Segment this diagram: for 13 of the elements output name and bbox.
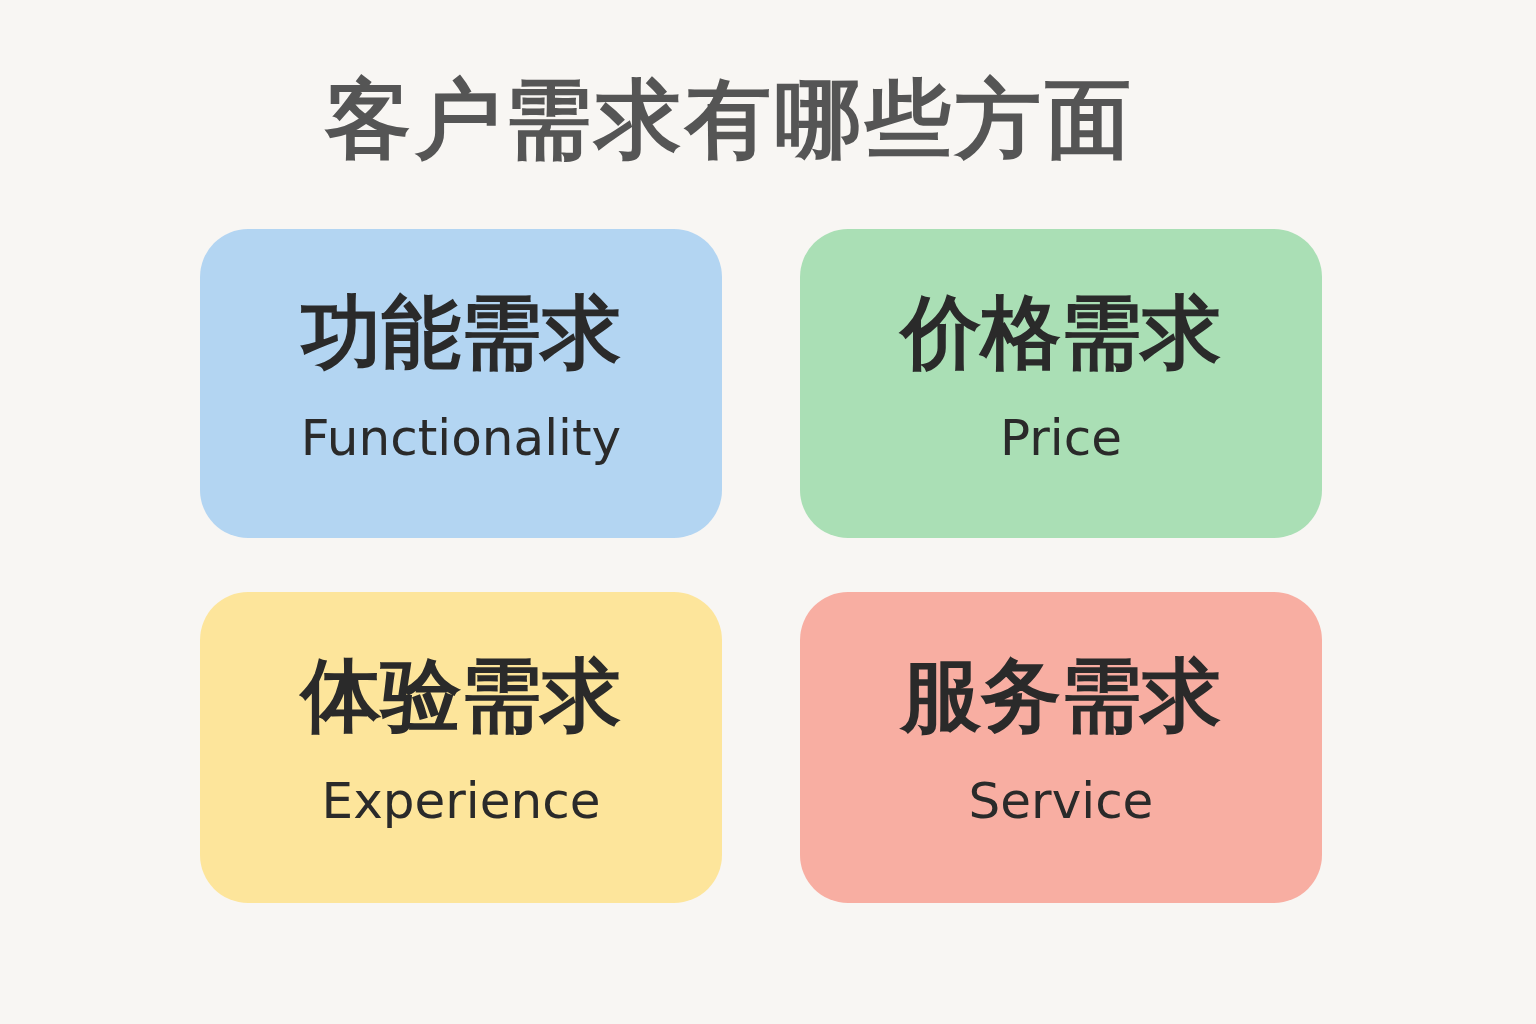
card-subtitle: Experience [321,774,601,829]
card-heading: 功能需求 [301,289,621,377]
card-subtitle: Service [968,774,1154,829]
card-subtitle: Functionality [300,411,622,466]
category-card [800,229,1322,538]
card-heading: 服务需求 [901,652,1221,740]
category-card [200,229,722,538]
card-subtitle: Price [1000,411,1122,466]
category-card [200,592,722,903]
card-heading: 价格需求 [901,289,1221,377]
card-heading: 体验需求 [301,652,621,740]
title: 客户需求有哪些方面 [325,72,1135,167]
category-card [800,592,1322,903]
